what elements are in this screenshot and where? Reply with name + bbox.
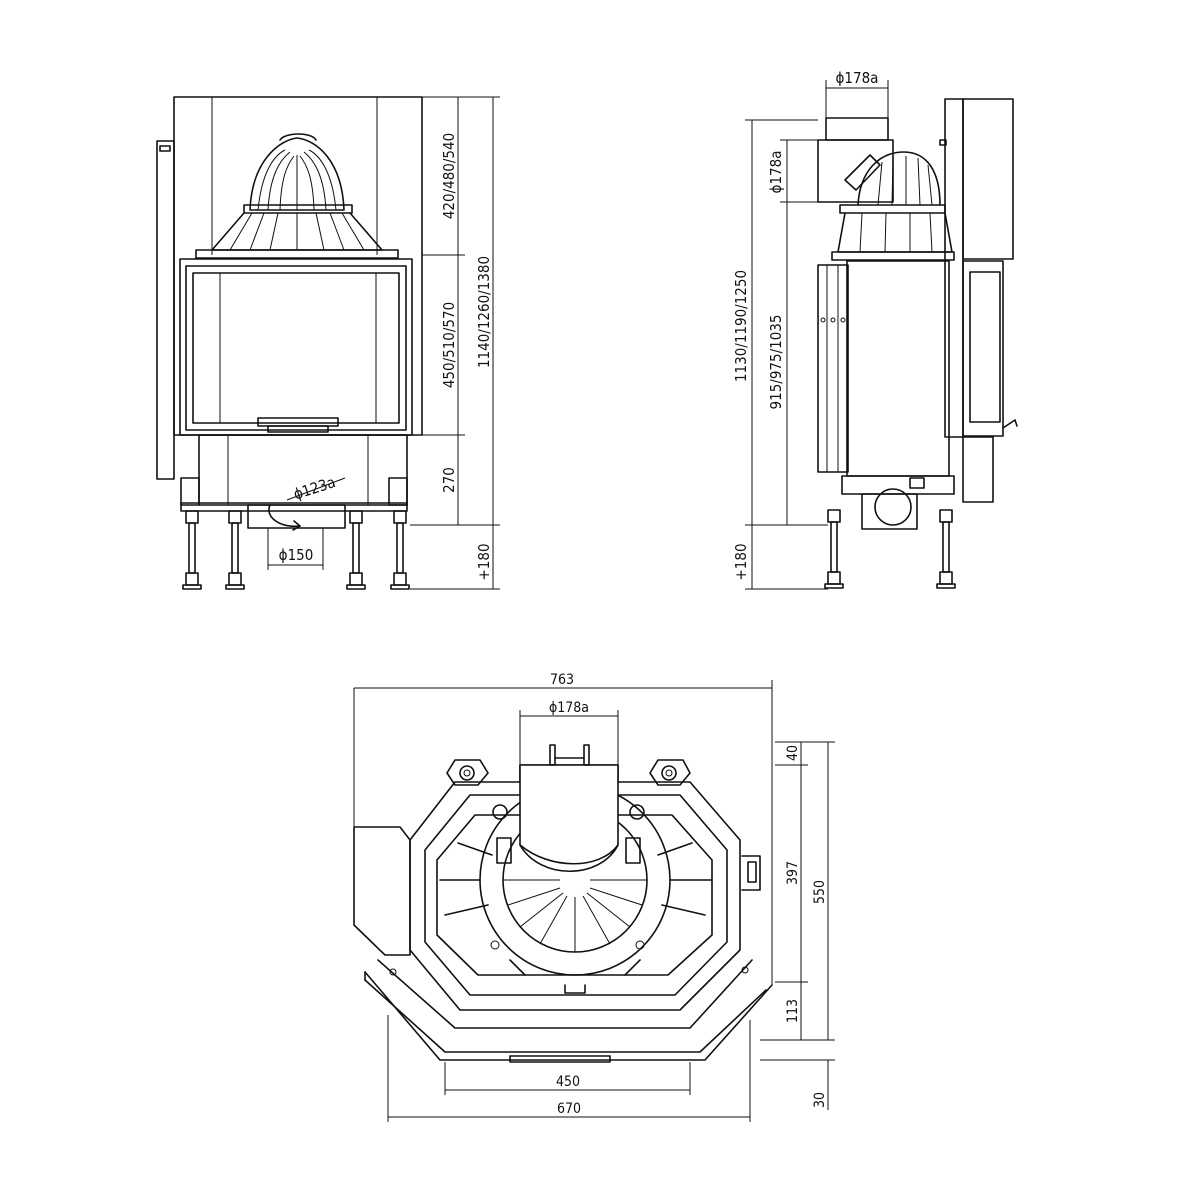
side-view: ϕ178a ϕ178a 1130/1190/1250 915/975/1035 … <box>732 69 1018 590</box>
top-view: 763 ϕ178a 40 397 550 113 30 450 670 <box>353 672 835 1122</box>
leg <box>390 510 410 590</box>
flue-collar <box>519 744 619 873</box>
front-dim-legs: +180 <box>475 543 493 580</box>
side-flue-side: ϕ178a <box>767 151 785 194</box>
leg <box>225 510 245 590</box>
top-dimensions <box>353 680 835 1122</box>
lug-right <box>649 759 691 786</box>
leg <box>346 510 366 590</box>
side-flue-top: ϕ178a <box>836 69 879 87</box>
front-view: 420/480/540 450/510/570 270 1140/1260/13… <box>156 96 500 590</box>
radial-ribs <box>503 879 647 952</box>
front-dimensions <box>267 96 500 590</box>
base-section <box>180 434 408 531</box>
top-dim-width: 763 <box>550 672 574 688</box>
top-dim-113: 113 <box>785 999 801 1023</box>
side-dimensions <box>745 80 889 590</box>
combustion-dome <box>195 133 399 259</box>
front-flue-outlet: ϕ150 <box>279 546 314 564</box>
top-dim-450: 450 <box>556 1074 580 1090</box>
side-dim-legs: +180 <box>732 543 750 580</box>
front-dim-top: 420/480/540 <box>440 133 458 219</box>
top-dim-40: 40 <box>785 745 801 761</box>
front-dim-base: 270 <box>440 467 458 493</box>
side-dim-total: 1130/1190/1250 <box>732 270 750 382</box>
lug-left <box>446 759 489 786</box>
top-dim-397: 397 <box>785 861 801 885</box>
top-dim-30: 30 <box>812 1092 828 1108</box>
front-dim-total: 1140/1260/1380 <box>475 256 493 368</box>
top-dim-670: 670 <box>557 1101 581 1117</box>
top-dim-550: 550 <box>812 880 828 904</box>
glass-door <box>179 258 413 436</box>
side-dim-inner: 915/975/1035 <box>767 315 785 410</box>
adjustable-legs <box>182 510 410 590</box>
front-dim-door: 450/510/570 <box>440 302 458 388</box>
leg <box>182 510 202 590</box>
front-flue-bottom: ϕ123a <box>291 473 337 503</box>
top-dim-flue: ϕ178a <box>549 700 589 716</box>
